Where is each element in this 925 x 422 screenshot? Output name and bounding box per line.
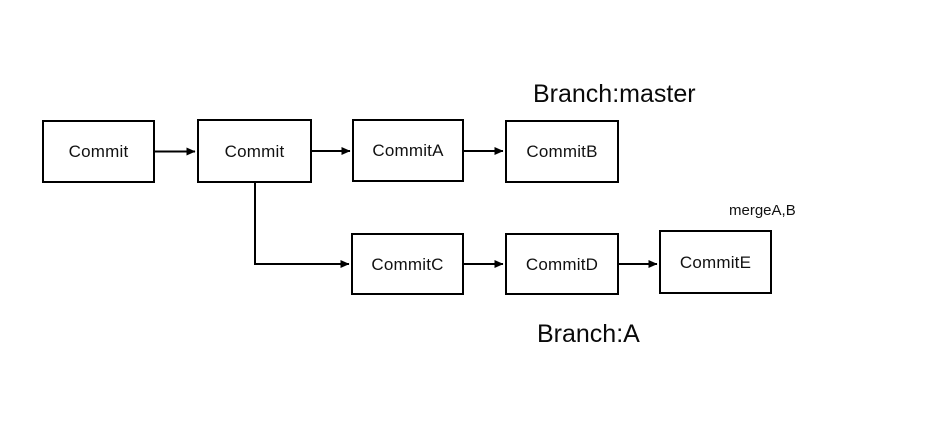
- node-commit-d[interactable]: CommitD: [505, 233, 619, 295]
- node-label: CommitB: [526, 142, 598, 161]
- node-label: CommitD: [525, 254, 599, 274]
- branch-label-a: Branch:A: [537, 320, 640, 348]
- edge-commit2-commitC: [254, 183, 350, 268]
- node-commit-b[interactable]: CommitB: [505, 120, 619, 183]
- node-label: CommitC: [371, 254, 444, 274]
- node-commit-c[interactable]: CommitC: [351, 233, 464, 295]
- node-label: CommitE: [679, 252, 752, 272]
- merge-annotation: mergeA,B: [729, 202, 796, 219]
- node-label: Commit: [68, 142, 129, 161]
- node-label: CommitA: [372, 141, 444, 160]
- node-label: Commit: [224, 141, 285, 161]
- branch-label-master: Branch:master: [533, 80, 696, 108]
- node-commit1[interactable]: Commit: [42, 120, 155, 183]
- node-commit2[interactable]: Commit: [197, 119, 312, 183]
- node-commit-a[interactable]: CommitA: [352, 119, 464, 182]
- node-commit-e[interactable]: CommitE: [659, 230, 772, 294]
